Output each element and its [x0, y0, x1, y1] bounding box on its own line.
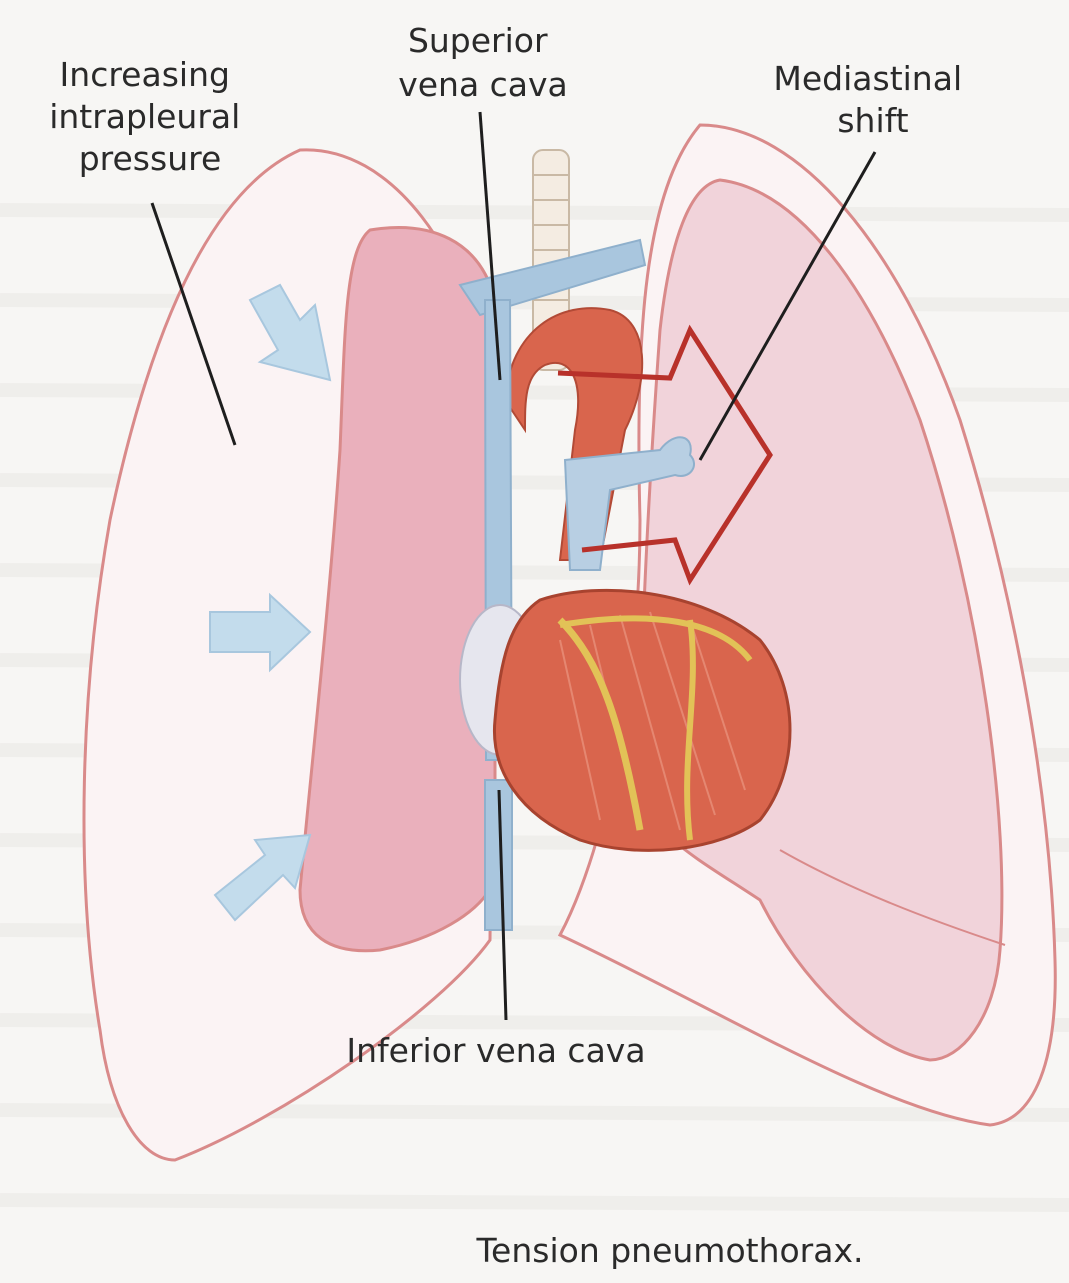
label-increasing-pressure: Increasing intrapleural pressure [49, 55, 251, 178]
label-mediastinal-shift: Mediastinal shift [773, 59, 972, 140]
label-superior-vena-cava: Superior vena cava [398, 21, 568, 104]
label-inferior-vena-cava: Inferior vena cava [346, 1031, 645, 1070]
figure-caption: Tension pneumothorax. [476, 1231, 864, 1270]
heart [494, 590, 790, 850]
